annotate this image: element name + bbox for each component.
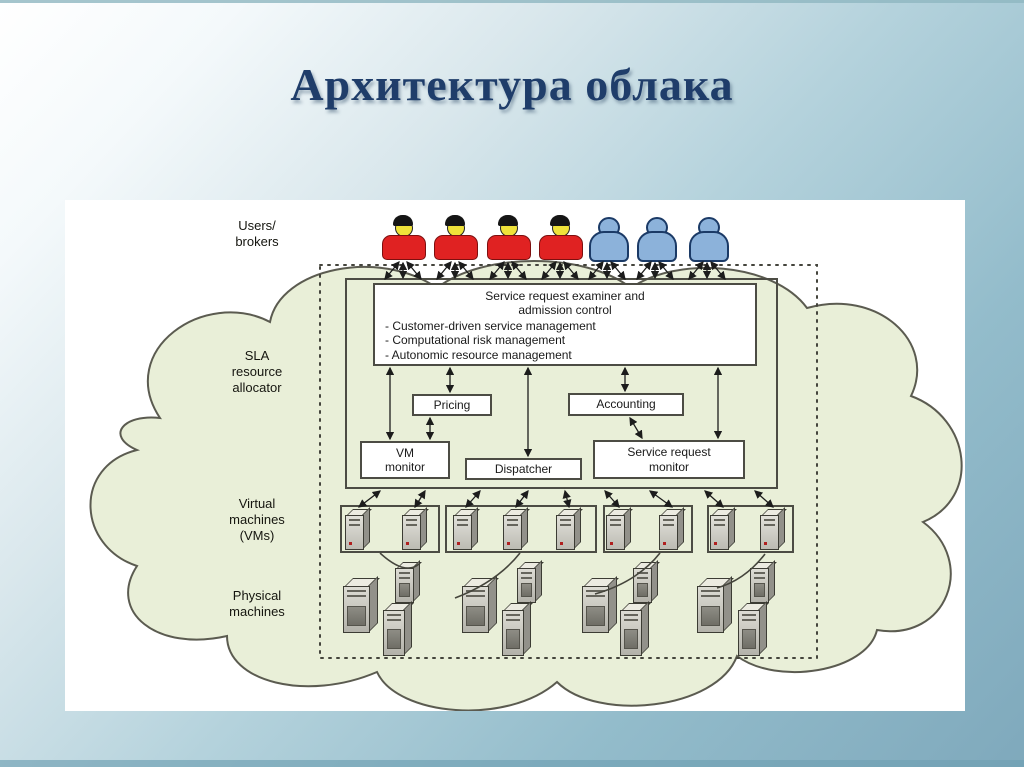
label-virtual-machines: Virtual machines (VMs) [229,496,285,543]
label-physical-machines: Physical machines [229,588,285,619]
physical-tower-icon [502,601,533,656]
user-red-icon [538,215,583,261]
physical-tower-icon [395,560,422,603]
admission-control-box: Service request examiner and admission c… [373,283,757,366]
user-red-icon [486,215,531,261]
vm-server-icon [760,507,787,550]
physical-tower-icon [750,560,777,603]
vm-server-icon [503,507,530,550]
vm-server-icon [345,507,372,550]
vm-server-icon [402,507,429,550]
users-to-cloud-arrows [384,261,726,280]
service-request-monitor-box: Service request monitor [593,440,745,479]
label-users-brokers: Users/ brokers [235,218,279,249]
physical-tower-icon [517,560,544,603]
accounting-box: Accounting [568,393,684,416]
vm-group-box [707,505,794,553]
vm-server-icon [659,507,686,550]
physical-tower-icon [697,576,734,633]
physical-tower-icon [383,601,414,656]
user-red-icon [381,215,426,261]
physical-tower-icon [343,576,380,633]
broker-blue-icon [585,215,629,262]
broker-blue-icon [685,215,729,262]
vm-server-icon [453,507,480,550]
label-sla-resource-allocator: SLA resource allocator [231,348,283,395]
dispatcher-box: Dispatcher [465,458,582,480]
vm-monitor-box: VM monitor [360,441,450,479]
pricing-box: Pricing [412,394,492,416]
physical-tower-icon [462,576,499,633]
physical-tower-icon [738,601,769,656]
vm-group-box [603,505,693,553]
user-red-icon [433,215,478,261]
physical-tower-icon [633,560,660,603]
vm-group-box [340,505,440,553]
admission-title-line2: admission control [518,303,612,318]
admission-bullets: - Customer-driven service management - C… [385,319,596,362]
vm-server-icon [556,507,583,550]
vm-server-icon [606,507,633,550]
vm-server-icon [710,507,737,550]
physical-tower-icon [582,576,619,633]
admission-title-line1: Service request examiner and [485,289,645,303]
diagram-panel: Users/ brokers SLA resource allocator Vi… [65,200,965,711]
physical-tower-icon [620,601,651,656]
broker-blue-icon [633,215,677,262]
slide-title: Архитектура облака [290,59,734,110]
